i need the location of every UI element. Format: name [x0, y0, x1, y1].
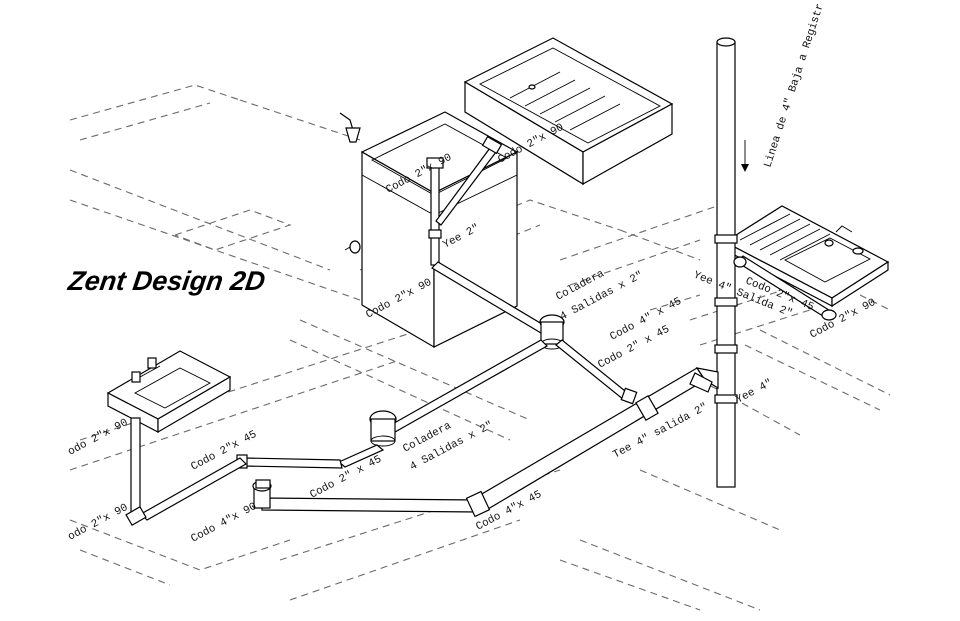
shower-fixture [339, 112, 361, 254]
drain-piping [125, 135, 837, 527]
label-linea-bajante: Linea de 4" Baja a Registr [762, 2, 826, 169]
brand-title: Zent Design 2D [65, 265, 267, 296]
label-codo-2x90-lav: odo 2"x 90 [66, 417, 130, 459]
kitchen-sink [723, 205, 890, 308]
label-codo-4x90: Codo 4"x 90 [189, 501, 259, 546]
label-yee-4: Yee 4" [734, 377, 775, 406]
utility-tub [463, 37, 674, 186]
lavatory-sink [106, 350, 232, 434]
